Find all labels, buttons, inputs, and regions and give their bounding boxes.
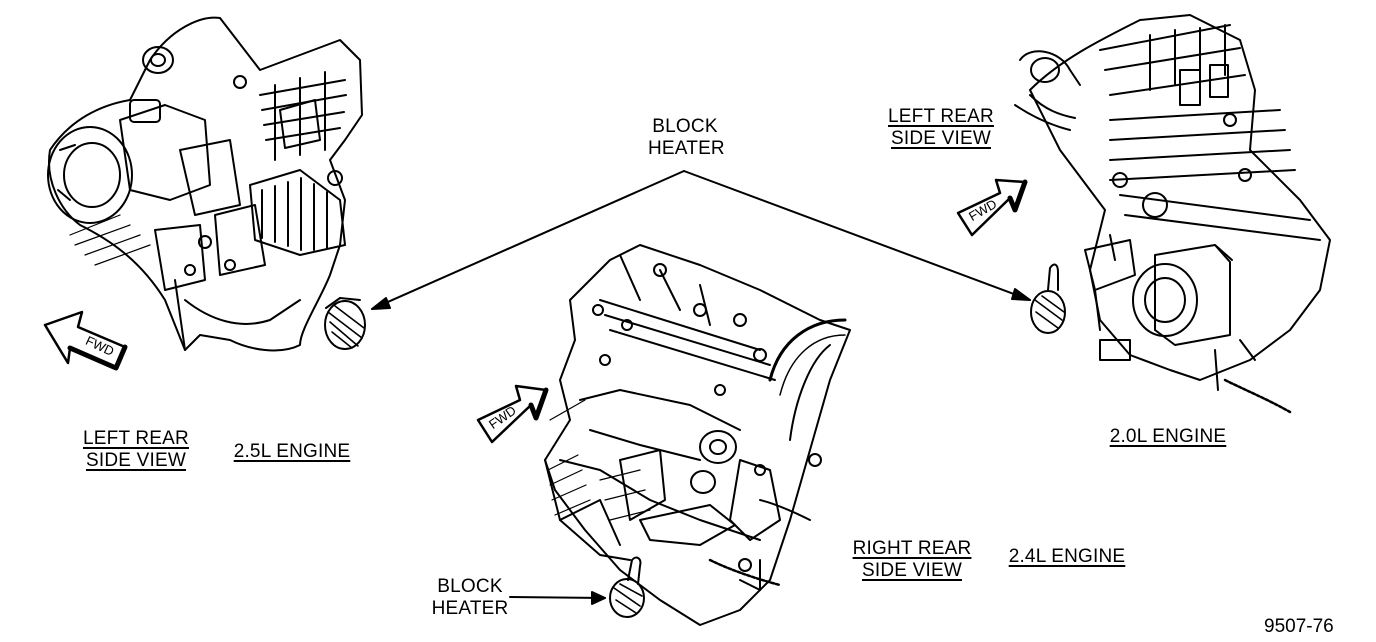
view-label-2-0l: LEFT REAR SIDE VIEW [885, 106, 997, 150]
leader-lines [371, 170, 1031, 605]
engine-label-2-0l: 2.0L ENGINE [1109, 426, 1227, 447]
view-label-2-5l: LEFT REAR SIDE VIEW [80, 428, 192, 472]
callout-bottom-line2: HEATER [431, 598, 509, 619]
block-heater-2-0l [1030, 263, 1066, 334]
view-2-0l-line2: SIDE VIEW [891, 128, 991, 149]
figure-number: 9507-76 [1264, 616, 1334, 637]
engine-label-2-5l: 2.5L ENGINE [233, 441, 351, 462]
block-heater-callout-top: BLOCK HEATER [648, 116, 725, 160]
leader-to-2-0l-heater [683, 170, 1031, 301]
view-2-5l-line1: LEFT REAR [83, 428, 189, 449]
fwd-arrow-2-5l [43, 310, 128, 371]
engine-2-4l-drawing [544, 244, 851, 626]
engine-label-2-4l: 2.4L ENGINE [1008, 546, 1126, 567]
engine-2-0l-drawing [1014, 14, 1331, 414]
fwd-arrow-2-4l [476, 384, 549, 444]
block-heater-2-4l [609, 556, 645, 618]
callout-top-line2: HEATER [648, 138, 725, 159]
view-label-2-4l: RIGHT REAR SIDE VIEW [850, 538, 974, 582]
fwd-arrow-2-0l [956, 178, 1028, 237]
view-2-4l-line1: RIGHT REAR [852, 538, 972, 559]
view-2-4l-line2: SIDE VIEW [862, 560, 962, 581]
view-2-5l-line2: SIDE VIEW [86, 450, 186, 471]
engine-2-5l-drawing [47, 16, 366, 352]
callout-bottom-line1: BLOCK [437, 576, 503, 597]
block-heater-callout-bottom: BLOCK HEATER [430, 576, 510, 620]
block-heater-2-5l [324, 297, 366, 350]
leader-to-2-5l-heater [371, 170, 685, 310]
leader-to-2-4l-heater [509, 596, 606, 599]
callout-top-line1: BLOCK [652, 116, 718, 137]
view-2-0l-line1: LEFT REAR [888, 106, 994, 127]
